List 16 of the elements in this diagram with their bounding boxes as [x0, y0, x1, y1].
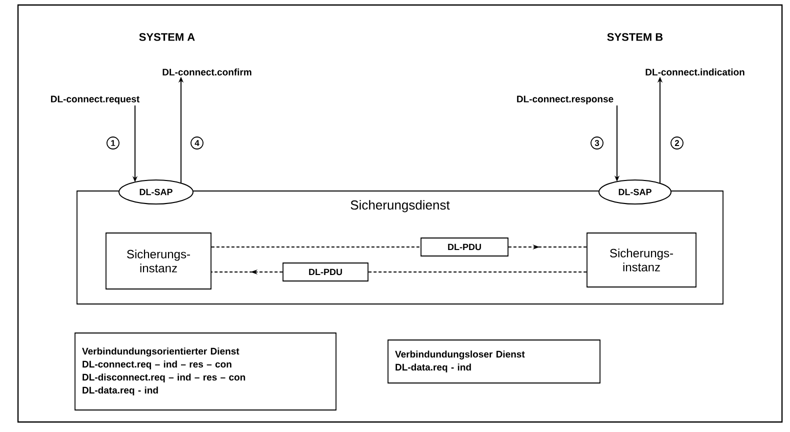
pdu-box: DL-PDU	[420, 238, 508, 256]
signal-label: DL-connect.confirm	[162, 68, 252, 76]
entity-box: Sicherungs- instanz	[106, 232, 212, 290]
system-heading: SYSTEM A	[139, 33, 195, 41]
note-box: Verbindundungsorientierter Dienst DL-connect.req – ind – res – con DL-disconnect.req – ind – res – con DL-data.req - ind	[74, 332, 336, 410]
pdu-box: DL-PDU	[282, 262, 368, 282]
step-number: 3	[590, 136, 604, 150]
signal-label: DL-connect.request	[51, 96, 140, 104]
step-number: 1	[106, 136, 120, 150]
step-number: 4	[190, 136, 204, 150]
entity-box: Sicherungs- instanz	[586, 232, 696, 288]
step-number: 2	[670, 136, 684, 150]
signal-label: DL-connect.response	[517, 96, 614, 104]
note-box: Verbindundungsloser Dienst DL-data.req - ind	[388, 340, 600, 384]
system-heading: SYSTEM B	[607, 33, 663, 41]
signal-label: DL-connect.indication	[646, 68, 744, 76]
